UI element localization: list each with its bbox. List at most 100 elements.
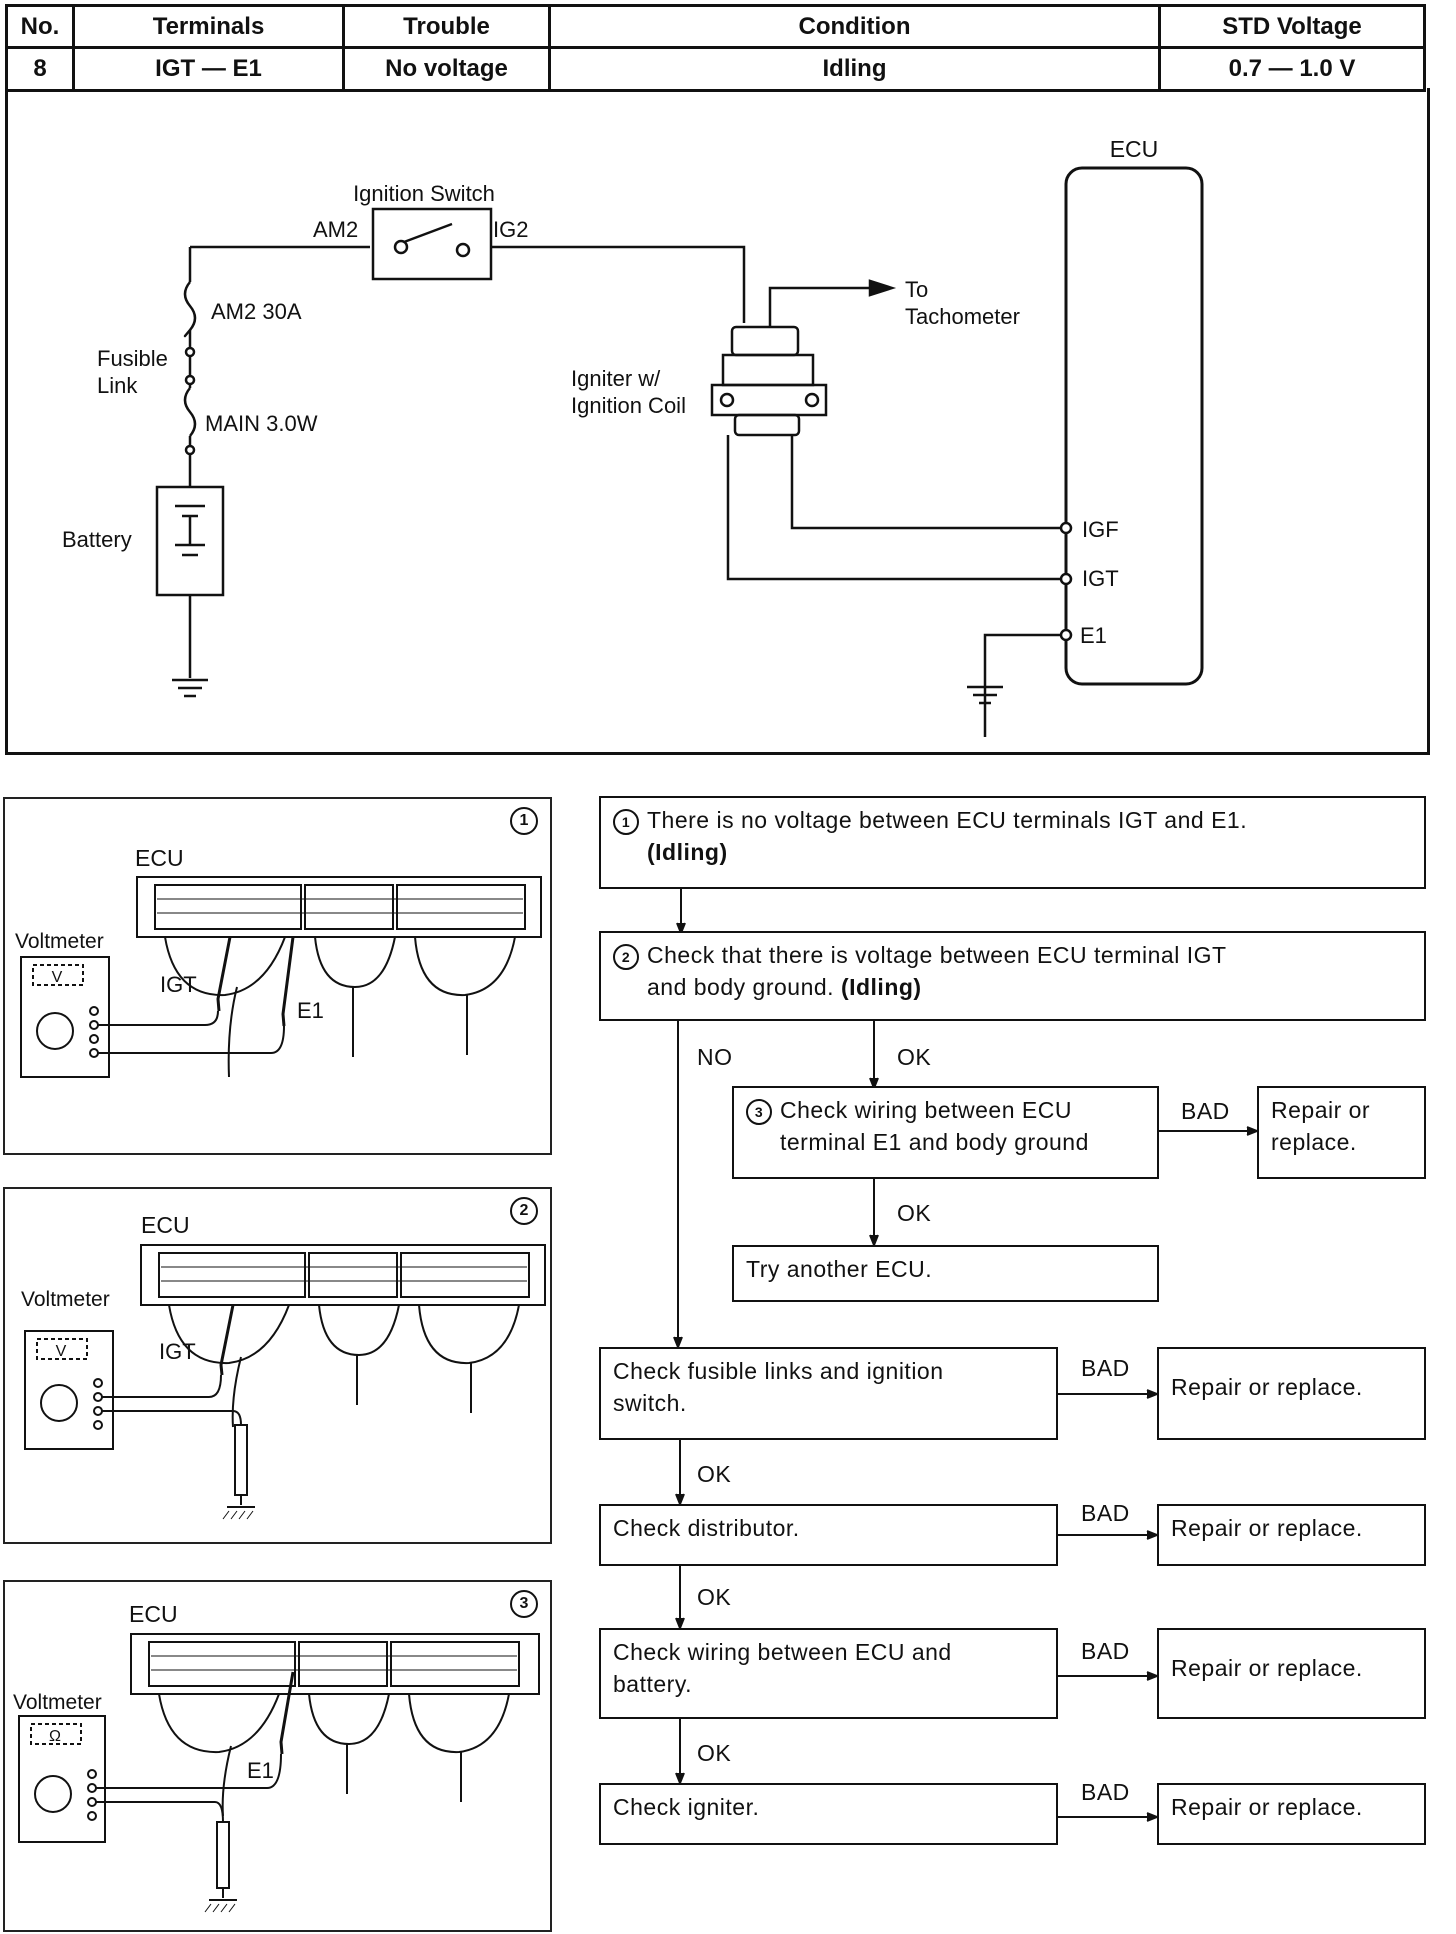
arrow-no-head-icon — [673, 1336, 683, 1350]
connector-3-icon — [396, 884, 526, 930]
step-3-text-1: Check wiring between ECU — [780, 1097, 1072, 1123]
repair-4-text: Repair or replace. — [1171, 1655, 1363, 1681]
igniter-terminal-left-icon — [719, 392, 735, 408]
switch-contact-2-icon — [455, 242, 471, 258]
arrow-ok-igniter-head-icon — [675, 1772, 685, 1786]
fusible-link-node-2-icon — [184, 374, 196, 386]
fusible-label: Fusible — [97, 346, 168, 371]
wiring-schematic-frame — [5, 88, 1430, 755]
bad-label-3: BAD — [1081, 1500, 1130, 1526]
step-1-badge: 1 — [613, 808, 639, 835]
wire-harness-icon — [158, 1693, 510, 1754]
body-ground-icon — [209, 1888, 237, 1901]
body-ground-icon — [227, 1495, 255, 1508]
connector-pins-icon — [151, 1655, 517, 1671]
bad-label-2: BAD — [1081, 1355, 1130, 1381]
link-label: Link — [97, 373, 138, 398]
panel-3-e1-label: E1 — [247, 1758, 274, 1783]
distributor-text: Check distributor. — [613, 1515, 800, 1541]
no-label: NO — [697, 1044, 733, 1070]
try-ecu-text: Try another ECU. — [746, 1256, 933, 1282]
ground-hatch-icon — [204, 1903, 236, 1913]
spec-table: No. Terminals Trouble Condition STD Volt… — [5, 4, 1426, 92]
connector-2-icon — [298, 1641, 388, 1687]
ground-right-icon — [967, 685, 1003, 705]
probe-icon — [219, 1304, 235, 1376]
connector-1-icon — [148, 1641, 296, 1687]
fusible-text-2: switch. — [613, 1390, 687, 1416]
cell-no: 8 — [5, 46, 75, 92]
igniter-label: Igniter w/ — [571, 366, 661, 391]
panel-2-drawing: ECU Voltmeter V IGT — [21, 1212, 546, 1520]
connector-3-icon — [400, 1252, 530, 1298]
wiring-battery-text-2: battery. — [613, 1671, 692, 1697]
ohmmeter-icon — [18, 1715, 106, 1843]
igt-terminal-icon — [1059, 572, 1073, 586]
connector-1-icon — [158, 1252, 306, 1298]
ignition-coil-label: Ignition Coil — [571, 393, 686, 418]
panel-2-voltmeter-label: Voltmeter — [21, 1288, 110, 1311]
flow-repair-5: Repair or replace. — [1157, 1783, 1426, 1845]
arrow-ok-wiring-head-icon — [675, 1617, 685, 1631]
arrow-bad-fusible-head-icon — [1146, 1389, 1160, 1399]
panel-2-badge: 2 — [510, 1197, 538, 1225]
connector-2-icon — [308, 1252, 398, 1298]
am2-label: AM2 — [313, 217, 358, 242]
ok-label-4: OK — [697, 1584, 732, 1610]
battery-label: Battery — [62, 527, 132, 552]
e1-terminal-icon — [1059, 628, 1073, 642]
col-std-voltage: STD Voltage — [1158, 4, 1426, 49]
voltmeter-jack-1-icon — [89, 1006, 99, 1016]
arrow-bad-wiring-head-icon — [1146, 1671, 1160, 1681]
repair-3-text: Repair or replace. — [1171, 1515, 1363, 1541]
wire-igf — [790, 435, 1066, 530]
e1-label: E1 — [1080, 623, 1107, 648]
flow-repair-1: Repair or replace. — [1257, 1086, 1426, 1179]
panel-2-ecu-label: ECU — [141, 1212, 190, 1238]
illustration-panel-2: 2 ECU Voltmeter V IGT — [3, 1187, 552, 1544]
tachometer-arrow-icon — [868, 279, 897, 297]
cell-trouble: No voltage — [342, 46, 551, 92]
illustration-panel-1: 1 ECU Voltmeter V IGT E1 — [3, 797, 552, 1155]
ecu-connector-block-icon — [130, 1633, 540, 1695]
step-2-text-2: and body ground. — [647, 974, 835, 1000]
test-leads-icon — [96, 1753, 282, 1823]
switch-lever-icon — [403, 222, 453, 244]
illustration-panel-3: 3 ECU Voltmeter Ω E1 — [3, 1580, 552, 1932]
flow-try-ecu: Try another ECU. — [732, 1245, 1159, 1302]
ecu-label: ECU — [1110, 136, 1159, 162]
step-2-condition: (Idling) — [840, 974, 922, 1000]
battery-cells-icon — [175, 504, 205, 557]
col-trouble: Trouble — [342, 4, 551, 49]
voltmeter-icon — [20, 956, 110, 1078]
wire-harness-icon — [168, 1304, 520, 1365]
probe-icon — [279, 1671, 295, 1755]
ok-label-1: OK — [897, 1044, 932, 1070]
connector-2-icon — [304, 884, 394, 930]
wire-tachometer — [768, 286, 870, 327]
flow-distributor: Check distributor. — [599, 1504, 1058, 1566]
repair-2-text: Repair or replace. — [1171, 1374, 1363, 1400]
ohmmeter-jack-4-icon — [87, 1811, 97, 1821]
ignition-switch-icon — [371, 207, 493, 281]
fusible-text-1: Check fusible links and ignition — [613, 1358, 944, 1384]
panel-1-voltmeter-label: Voltmeter — [15, 930, 104, 953]
ok-label-5: OK — [697, 1740, 732, 1766]
voltmeter-jack-3-icon — [89, 1034, 99, 1044]
igf-terminal-icon — [1059, 521, 1073, 535]
ohmmeter-display-icon — [30, 1723, 82, 1745]
igniter-base-icon — [733, 413, 801, 437]
repair-5-text: Repair or replace. — [1171, 1794, 1363, 1820]
connector-pins-icon — [157, 898, 523, 914]
panel-2-igt-label: IGT — [159, 1339, 196, 1364]
voltmeter-dial-icon — [36, 1012, 74, 1050]
main-fuse-label: MAIN 3.0W — [205, 411, 318, 436]
probe-icon — [216, 936, 295, 1027]
voltmeter-dial-icon — [40, 1384, 78, 1422]
connector-pins-icon — [161, 1266, 527, 1282]
ok-label-2: OK — [897, 1200, 932, 1226]
ground-hatch-icon — [222, 1510, 254, 1520]
panel-3-meter-face: Ω — [49, 1728, 61, 1745]
